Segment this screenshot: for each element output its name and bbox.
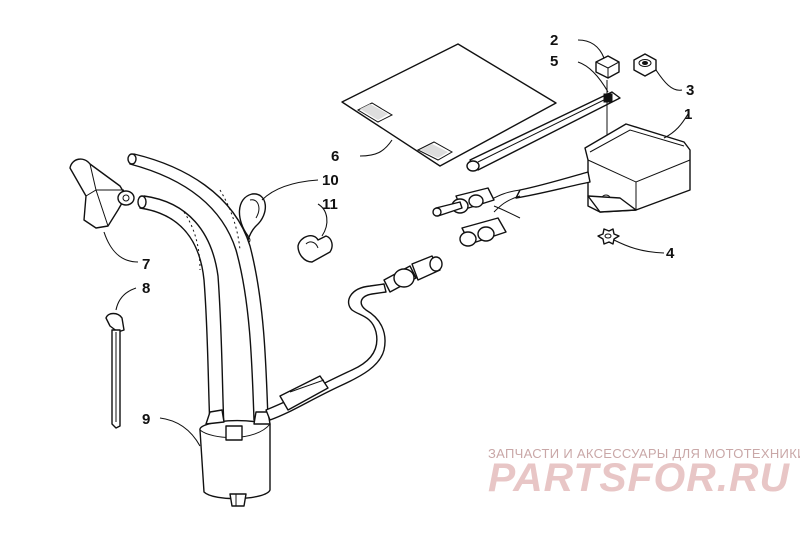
callout-1: 1	[684, 106, 692, 123]
callout-labels: 1 2 3 4 5 6 7 8 9 10 11	[142, 32, 694, 428]
watermark-tagline: ЗАПЧАСТИ И АКСЕССУАРЫ ДЛЯ МОТОТЕХНИКИ	[488, 446, 800, 461]
coil-primary-wire	[265, 255, 443, 421]
callout-9: 9	[142, 411, 150, 428]
callout-7: 7	[142, 256, 150, 273]
callout-3: 3	[686, 82, 694, 99]
part-11-clamp	[297, 235, 333, 263]
callout-10: 10	[322, 172, 339, 189]
callout-11: 11	[322, 196, 338, 213]
watermark: ЗАПЧАСТИ И АКСЕССУАРЫ ДЛЯ МОТОТЕХНИКИ PA…	[488, 446, 800, 500]
callout-6: 6	[331, 148, 339, 165]
part-3-locknut	[633, 53, 657, 77]
part-6-sheet	[341, 43, 557, 167]
callout-2: 2	[550, 32, 558, 49]
part-1-module	[584, 123, 691, 213]
part-8-cable-tie	[105, 312, 125, 429]
part-9-coil	[199, 409, 271, 507]
module-harness	[432, 171, 591, 247]
part-5-strap	[466, 91, 621, 172]
callout-5: 5	[550, 53, 558, 70]
callout-4: 4	[666, 245, 675, 262]
part-7-plug-boot	[69, 158, 135, 229]
part-4-washer	[597, 228, 620, 245]
callout-8: 8	[142, 280, 150, 297]
watermark-brand: PARTSFOR.RU	[488, 456, 790, 500]
leader-lines	[103, 39, 689, 447]
